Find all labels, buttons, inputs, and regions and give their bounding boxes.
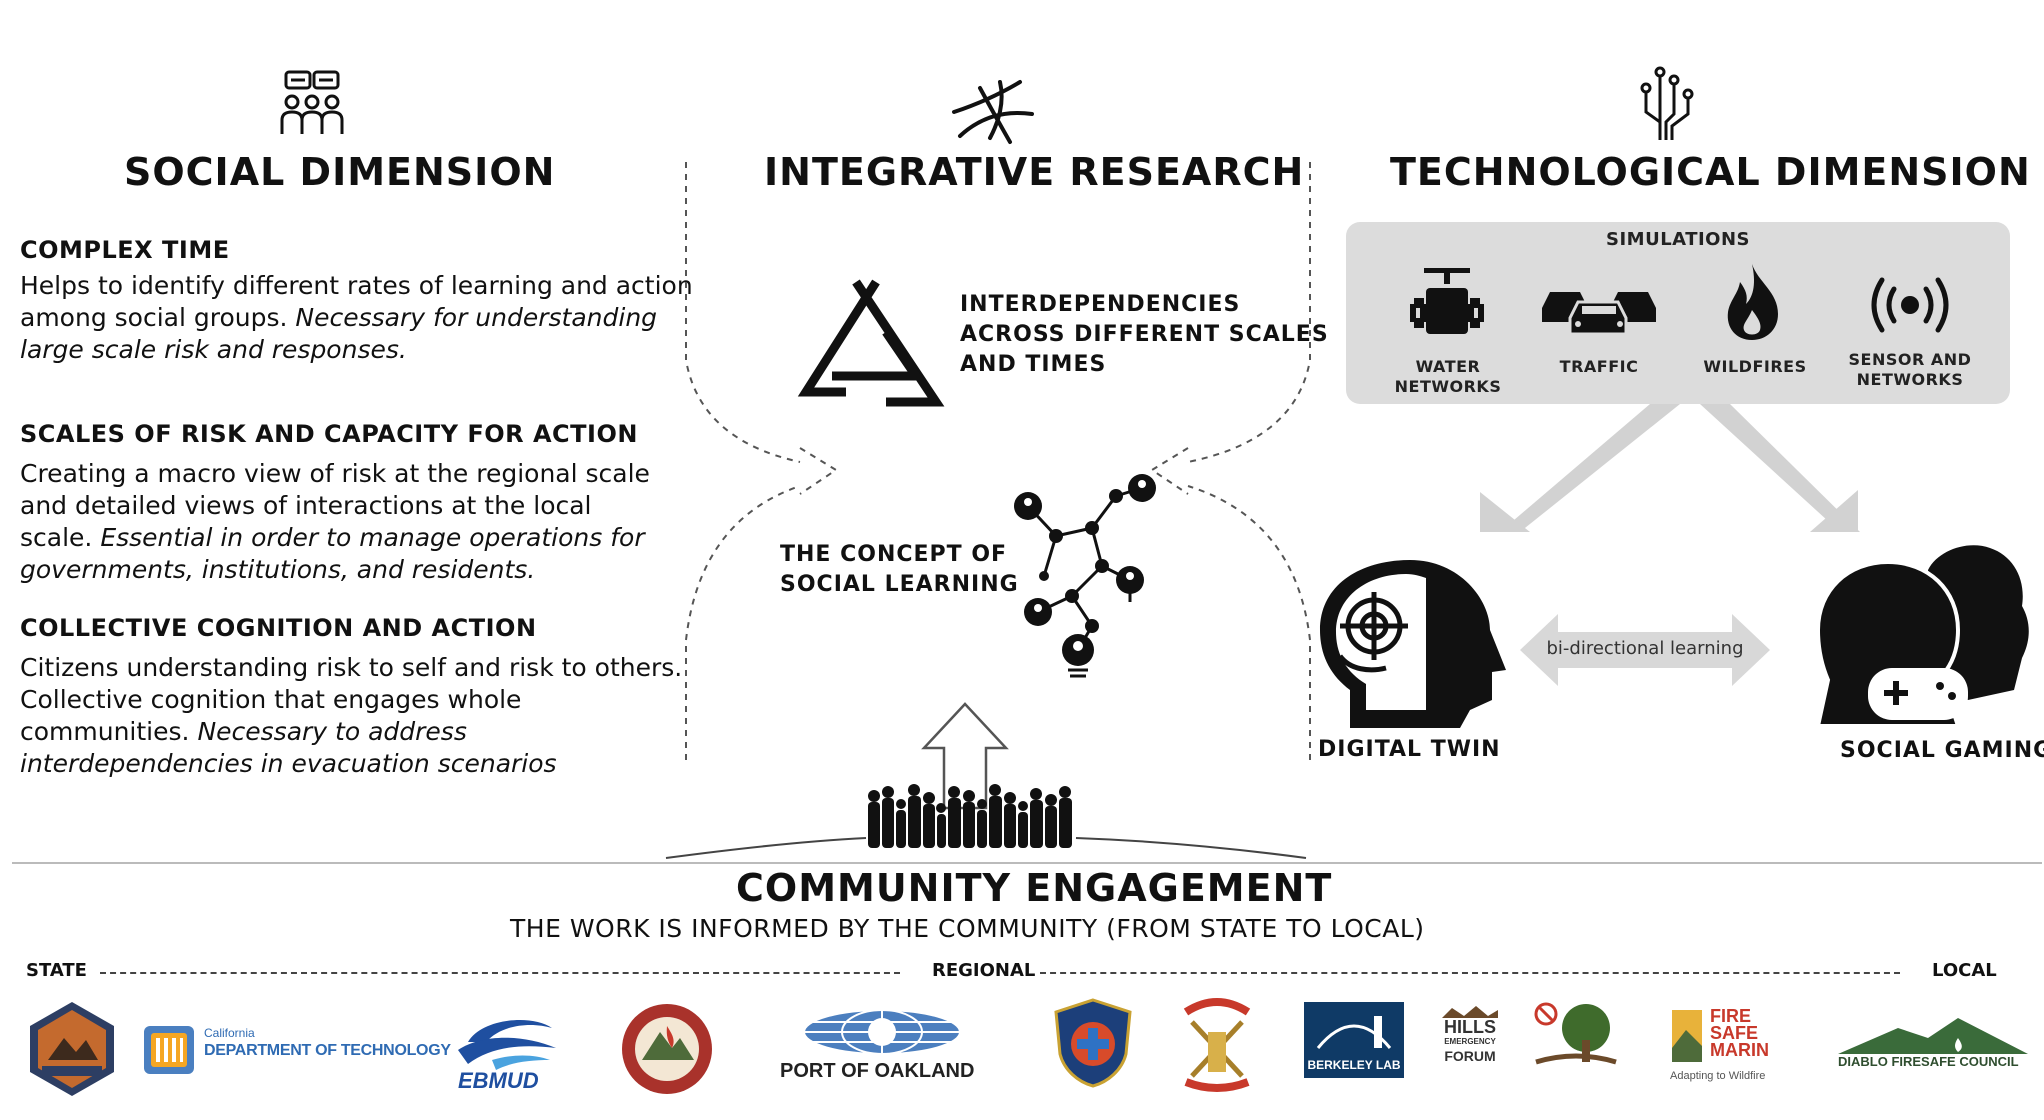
technological-dimension-title: TECHNOLOGICAL DIMENSION: [1390, 150, 2031, 194]
community-subtitle: THE WORK IS INFORMED BY THE COMMUNITY (F…: [510, 914, 1425, 943]
sim-label-wildfires: WILDFIRES: [1703, 357, 1807, 376]
scale-local: LOCAL: [1932, 960, 1997, 981]
bidirectional-arrow: [1520, 614, 1770, 686]
network-icon: [952, 80, 1034, 144]
fire-safe-line-2: SAFE: [1710, 1023, 1759, 1043]
section-title: COLLECTIVE COGNITION AND ACTION: [20, 614, 537, 642]
bidirectional-label: bi-directional learning: [1546, 638, 1744, 659]
sim-label-sensor: SENSOR AND NETWORKS: [1848, 350, 1972, 389]
section-title: COMPLEX TIME: [20, 236, 230, 264]
diablo-firesafe-logo: DIABLO FIRESAFE COUNCIL: [1838, 1014, 2028, 1072]
berkeley-lab-logo: BERKELEY LAB: [1304, 1002, 1404, 1078]
scale-regional: REGIONAL: [932, 960, 1036, 981]
sim-label-traffic: TRAFFIC: [1559, 357, 1639, 376]
dept-tech-name: DEPARTMENT OF TECHNOLOGY: [204, 1042, 451, 1059]
interdependencies-line-1: INTERDEPENDENCIES: [960, 292, 1241, 317]
hills-line-1: HILLS: [1444, 1017, 1496, 1037]
social-section-complex-time: COMPLEX TIME Helps to identify different…: [20, 236, 700, 366]
wildfire-hexagon-logo: [30, 1002, 114, 1096]
sunnyvale-badge-logo: [1054, 998, 1132, 1088]
flame-icon: [1727, 264, 1778, 340]
fire-safe-line-3: MARIN: [1710, 1040, 1769, 1060]
dept-technology-logo: California DEPARTMENT OF TECHNOLOGY: [142, 1024, 451, 1076]
hills-line-2: EMERGENCY: [1444, 1037, 1496, 1046]
social-learning-network-icon: [1014, 474, 1156, 678]
social-section-scales: SCALES OF RISK AND CAPACITY FOR ACTION C…: [20, 420, 670, 586]
fire-safe-marin-logo: FIRE SAFE MARIN Adapting to Wildfire: [1670, 1006, 1800, 1084]
hills-line-3: FORUM: [1444, 1048, 1496, 1064]
interdependencies-line-3: AND TIMES: [960, 352, 1107, 377]
berkeley-lab-name: BERKELEY LAB: [1307, 1058, 1401, 1072]
social-dimension-title: SOCIAL DIMENSION: [124, 150, 556, 194]
dept-tech-small: California: [204, 1026, 255, 1040]
digital-twin-head-icon: [1320, 560, 1506, 728]
marin-wildfire-logo: [622, 1004, 712, 1094]
scale-state: STATE: [26, 960, 87, 981]
community-divider: [12, 862, 2042, 864]
section-title: SCALES OF RISK AND CAPACITY FOR ACTION: [20, 420, 638, 448]
grey-arrows: [1480, 404, 1860, 532]
section-body: Creating a macro view of risk at the reg…: [20, 459, 650, 552]
valve-icon: [1410, 268, 1484, 334]
diablo-name: DIABLO FIRESAFE COUNCIL: [1838, 1054, 2019, 1069]
section-italic: Necessary to address interdependencies i…: [20, 717, 557, 778]
sim-label-water: WATER NETWORKS: [1394, 357, 1502, 396]
section-italic: Necessary for understanding large scale …: [20, 303, 658, 364]
fire-safe-tagline: Adapting to Wildfire: [1670, 1070, 1766, 1082]
community-engagement-title: COMMUNITY ENGAGEMENT: [736, 866, 1333, 910]
tree-community-logo: [1534, 1002, 1617, 1065]
interdependencies-label: INTERDEPENDENCIES ACROSS DIFFERENT SCALE…: [960, 290, 1329, 380]
impossible-triangle-icon: [797, 279, 945, 407]
port-oakland-logo: PORT OF OAKLAND: [780, 1008, 990, 1088]
social-learning-line-2: SOCIAL LEARNING: [780, 572, 1019, 597]
integrative-research-title: INTEGRATIVE RESEARCH: [764, 150, 1305, 194]
simulations-label: SIMULATIONS: [1606, 229, 1750, 250]
digital-twin-label: DIGITAL TWIN: [1318, 737, 1501, 762]
interdependencies-line-2: ACROSS DIFFERENT SCALES: [960, 322, 1329, 347]
social-gaming-icon: [1815, 545, 2029, 728]
port-oakland-name: PORT OF OAKLAND: [780, 1060, 975, 1082]
cars-icon: [1542, 292, 1656, 336]
oakland-fire-logo: [1183, 998, 1251, 1092]
sensor-icon: [1871, 277, 1949, 333]
crowd-icon: [665, 784, 1307, 859]
ebmud-logo: EBMUD: [452, 1014, 562, 1094]
hills-emergency-forum-logo: HILLS EMERGENCY FORUM: [1440, 1006, 1500, 1074]
fire-safe-line-1: FIRE: [1710, 1006, 1752, 1026]
social-learning-label: THE CONCEPT OF SOCIAL LEARNING: [780, 540, 1019, 600]
section-body: Helps to identify different rates of lea…: [20, 271, 693, 332]
scale-dash-right: [1040, 972, 1900, 974]
section-italic: Essential in order to manage operations …: [20, 523, 645, 584]
circuit-icon: [1640, 66, 1694, 140]
discussion-icon: [280, 70, 344, 134]
social-section-collective: COLLECTIVE COGNITION AND ACTION Citizens…: [20, 614, 690, 780]
ebmud-name: EBMUD: [458, 1068, 539, 1093]
scale-dash-left: [100, 972, 900, 974]
social-learning-line-1: THE CONCEPT OF: [780, 542, 1008, 567]
social-gaming-label: SOCIAL GAMING: [1840, 738, 2044, 763]
section-body: Citizens understanding risk to self and …: [20, 653, 683, 746]
